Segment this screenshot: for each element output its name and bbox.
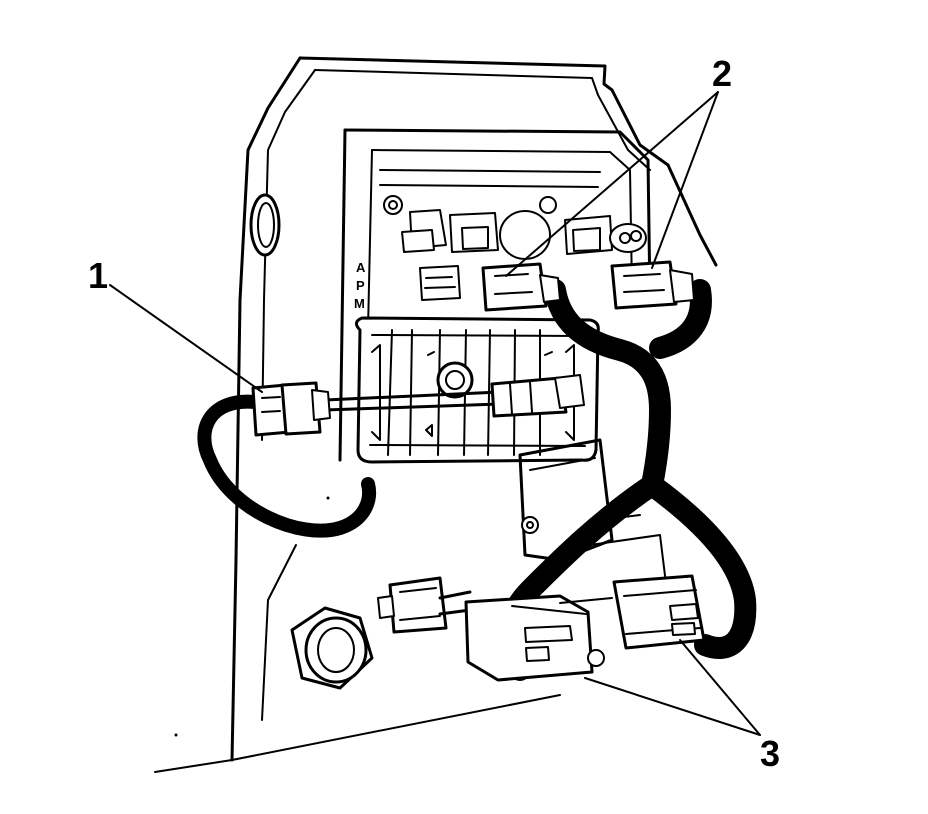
connector-2b: [610, 260, 695, 310]
callout-3: 3: [760, 733, 780, 774]
connector-3a: [464, 594, 605, 682]
panel-mark-a: A: [356, 260, 366, 275]
module-housing: [154, 56, 718, 773]
lower-left-plug: [377, 576, 472, 634]
panel-mark-m: M: [354, 296, 365, 311]
callout-1: 1: [88, 255, 108, 296]
connector-2a: [481, 262, 561, 312]
connector-3b: [559, 574, 706, 650]
callout-2: 2: [712, 53, 732, 94]
threaded-grommet: [290, 606, 374, 690]
callouts: 1 2 3: [88, 53, 780, 774]
wiring-harness: [377, 260, 757, 682]
connector-1: [197, 381, 376, 538]
panel-mark-p: P: [356, 278, 365, 293]
leader-lines: [109, 91, 761, 736]
upper-sockets: [383, 195, 647, 301]
panel-marking: A P M: [354, 260, 366, 311]
connector-1-cable: [323, 374, 585, 418]
